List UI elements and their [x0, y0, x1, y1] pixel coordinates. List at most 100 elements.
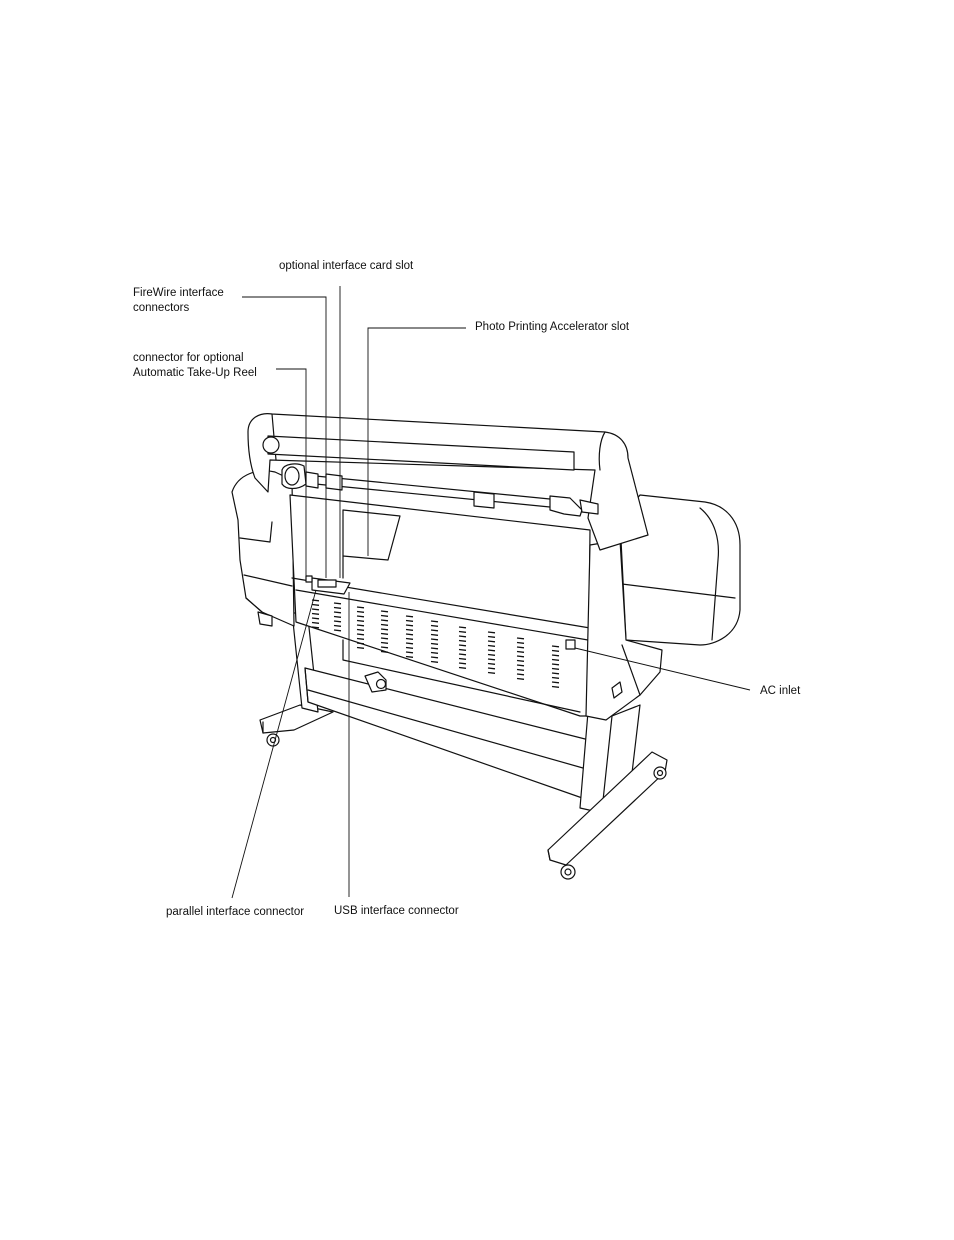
vent-slot	[311, 612, 320, 615]
vent-slot	[311, 608, 320, 611]
vent-slot	[430, 647, 439, 650]
vent-slot	[458, 666, 467, 669]
label-connector-take-up-reel: connector for optional Automatic Take-Up…	[133, 352, 257, 379]
vent-slot	[487, 640, 496, 643]
vent-slot	[333, 602, 342, 605]
vent-slot	[405, 624, 414, 627]
vent-slot	[458, 648, 467, 651]
roll-holder	[247, 413, 649, 551]
printer-left-side	[231, 470, 295, 627]
vent-slot	[380, 646, 389, 649]
vent-slot	[356, 624, 365, 627]
vent-slot	[356, 615, 365, 618]
vent-slot	[430, 620, 439, 623]
vent-slot	[333, 629, 342, 632]
vent-slot	[356, 606, 365, 609]
vent-slot	[458, 630, 467, 633]
vent-slot	[551, 645, 560, 648]
vent-slot	[430, 660, 439, 663]
vent-slot	[356, 642, 365, 645]
vent-slot	[356, 633, 365, 636]
label-usb-interface-connector: USB interface connector	[334, 905, 459, 917]
vent-slot	[516, 677, 525, 680]
vent-slot	[380, 619, 389, 622]
vent-column	[430, 620, 439, 663]
vent-slot	[333, 624, 342, 627]
vent-slot	[333, 611, 342, 614]
vent-slot	[356, 610, 365, 613]
vent-slot	[551, 681, 560, 684]
vent-slot	[380, 650, 389, 653]
vent-slot	[458, 639, 467, 642]
vent-slot	[405, 619, 414, 622]
label-photo-printing-accelerator-slot: Photo Printing Accelerator slot	[475, 321, 630, 333]
vent-slot	[487, 631, 496, 634]
vent-slot	[458, 644, 467, 647]
vent-slot	[405, 655, 414, 658]
vent-slot	[487, 644, 496, 647]
vent-slot	[516, 641, 525, 644]
vent-slot	[380, 641, 389, 644]
vent-slot	[516, 664, 525, 667]
vent-slot	[551, 663, 560, 666]
vent-slot	[333, 606, 342, 609]
vent-column	[516, 637, 525, 680]
vent-slot	[516, 673, 525, 676]
vent-slot	[380, 637, 389, 640]
vent-slot	[430, 642, 439, 645]
vent-slot	[430, 656, 439, 659]
vent-slot	[458, 657, 467, 660]
vent-slot	[516, 668, 525, 671]
vent-slot	[311, 621, 320, 624]
vent-slot	[458, 653, 467, 656]
vent-slot	[551, 658, 560, 661]
vent-slot	[333, 615, 342, 618]
vent-slot	[458, 635, 467, 638]
vent-columns	[311, 599, 560, 688]
vent-column	[458, 626, 467, 669]
vent-slot	[551, 649, 560, 652]
vent-slot	[356, 628, 365, 631]
vent-slot	[380, 614, 389, 617]
vent-slot	[380, 632, 389, 635]
leader-accelerator	[367, 327, 466, 556]
vent-slot	[487, 662, 496, 665]
leader-firewire	[242, 296, 327, 578]
vent-slot	[551, 672, 560, 675]
vent-slot	[458, 662, 467, 665]
vent-slot	[430, 629, 439, 632]
vent-column	[333, 602, 342, 632]
vent-slot	[487, 667, 496, 670]
label-optional-interface-card-slot: optional interface card slot	[279, 260, 414, 272]
vent-slot	[311, 617, 320, 620]
vent-slot	[551, 676, 560, 679]
vent-slot	[516, 659, 525, 662]
vent-slot	[405, 637, 414, 640]
leader-ac-inlet	[574, 647, 751, 691]
vent-slot	[430, 638, 439, 641]
vent-slot	[516, 646, 525, 649]
vent-slot	[430, 633, 439, 636]
vent-slot	[551, 685, 560, 688]
label-ac-inlet: AC inlet	[760, 685, 801, 697]
label-firewire-interface-connectors: FireWire interface connectors	[133, 287, 224, 314]
vent-slot	[380, 610, 389, 613]
vent-slot	[487, 635, 496, 638]
vent-slot	[551, 667, 560, 670]
vent-column	[551, 645, 560, 688]
vent-slot	[487, 671, 496, 674]
vent-slot	[405, 651, 414, 654]
vent-slot	[487, 653, 496, 656]
vent-slot	[380, 628, 389, 631]
leader-parallel	[231, 589, 317, 899]
vent-slot	[405, 646, 414, 649]
vent-slot	[356, 619, 365, 622]
vent-column	[487, 631, 496, 674]
vent-slot	[380, 623, 389, 626]
vent-slot	[405, 642, 414, 645]
vent-slot	[356, 646, 365, 649]
vent-slot	[405, 628, 414, 631]
vent-slot	[516, 637, 525, 640]
